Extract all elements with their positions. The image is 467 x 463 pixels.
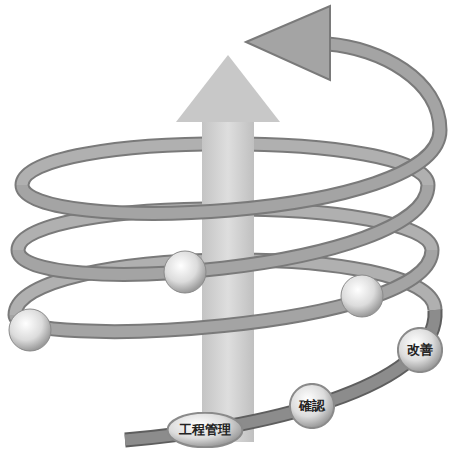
step-ball: 確認 [289, 383, 335, 429]
spiral-front [15, 44, 440, 440]
step-ball: 改善 [397, 327, 443, 373]
spiral-balls [9, 251, 383, 351]
upward-arrow [176, 55, 280, 442]
step-label: 確認 [299, 399, 325, 413]
spiral-arrowhead [246, 6, 330, 80]
step-label: 改善 [407, 343, 433, 357]
step-label: 工程管理 [179, 423, 231, 437]
step-ball: 工程管理 [166, 412, 244, 448]
